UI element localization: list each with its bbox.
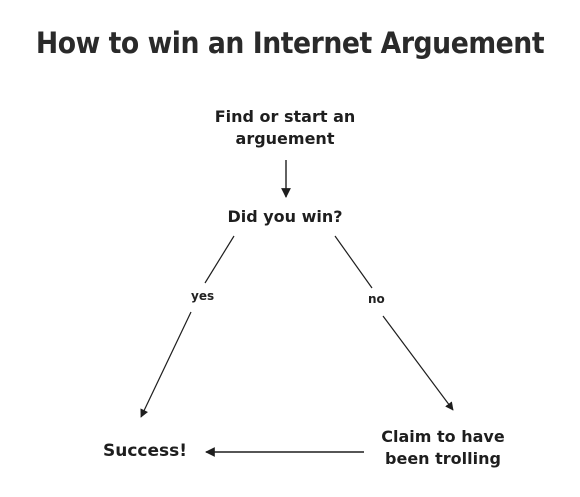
node-claim-trolling-line1: Claim to have <box>381 427 505 446</box>
node-find-argument-line1: Find or start an <box>214 107 356 126</box>
node-find-argument-line2: arguement <box>235 129 335 148</box>
edge-label-yes: yes <box>189 289 217 303</box>
edge-yes-lower <box>140 311 192 418</box>
edge-no-upper <box>334 235 373 289</box>
diagram-title: How to win an Internet Arguement <box>35 26 545 60</box>
node-claim-trolling-line2: been trolling <box>385 449 501 468</box>
node-find-argument: Find or start an arguement <box>205 106 365 150</box>
node-did-you-win: Did you win? <box>227 207 343 226</box>
edge-yes-upper <box>204 235 235 284</box>
node-claim-trolling: Claim to have been trolling <box>368 426 518 470</box>
edge-label-no: no <box>366 292 387 306</box>
node-success: Success! <box>102 441 188 461</box>
edge-no-lower <box>382 315 454 411</box>
